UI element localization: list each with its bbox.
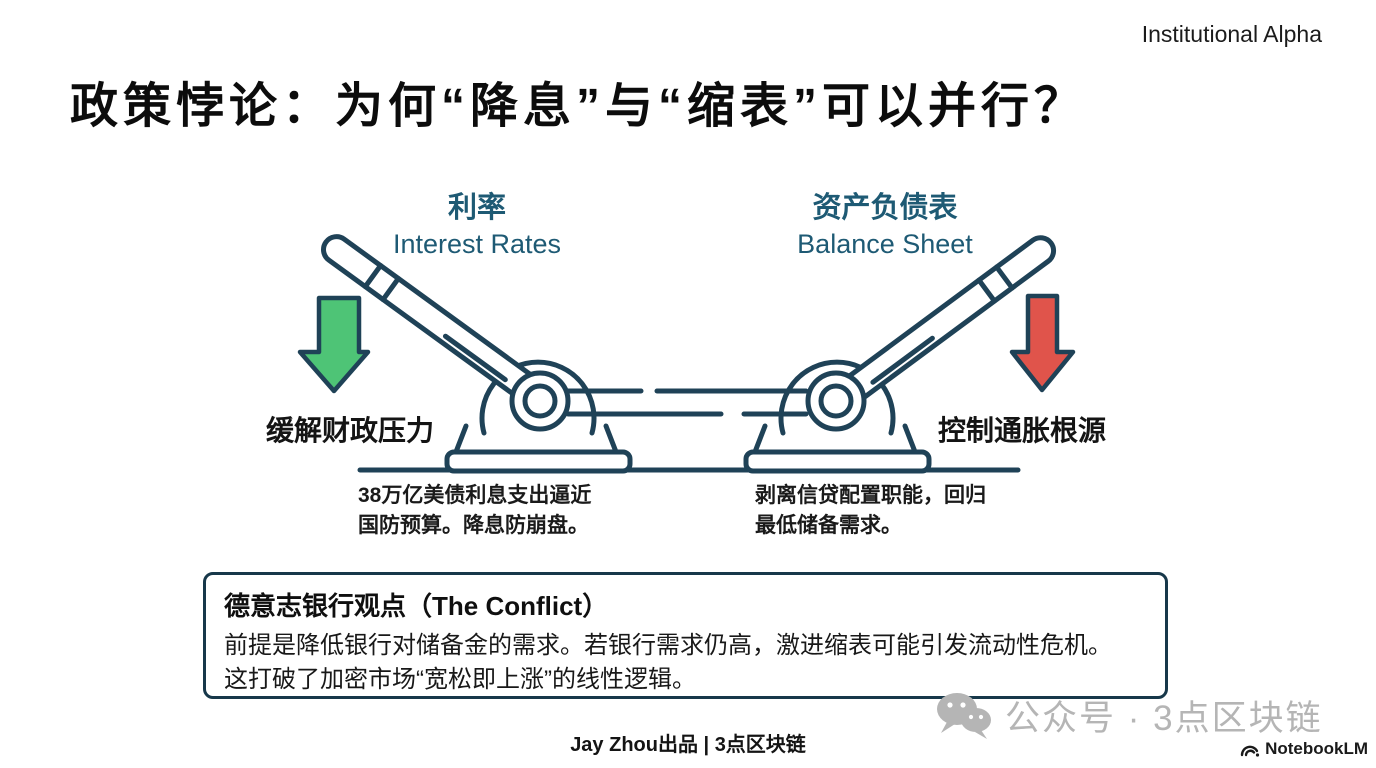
right-base-plate [743,449,932,474]
left-hub-inner [522,383,558,419]
callout-body-line1: 前提是降低银行对储备金的需求。若银行需求仍高，激进缩表可能引发流动性危机。 [224,632,1112,659]
wechat-watermark: 公众号 · 3点区块链 [935,690,1323,741]
left-side-label: 缓解财政压力 [266,415,435,446]
left-note-line1: 38万亿美债利息支出逼近 [358,484,592,507]
green-down-arrow-icon [297,295,371,394]
left-arm-grip-tick [380,276,401,303]
watermark-text: 公众号 · 3点区块链 [1005,699,1323,738]
wechat-icon [937,692,991,739]
conflict-callout-box: 德意志银行观点（The Conflict） 前提是降低银行对储备金的需求。若银行… [203,572,1168,699]
notebooklm-badge: NotebookLM [1240,739,1368,759]
left-base-plate [444,449,633,474]
credit-line: Jay Zhou出品 | 3点区块链 [570,734,806,756]
brand-label: Institutional Alpha [1141,21,1322,47]
callout-title: 德意志银行观点（The Conflict） [224,591,609,621]
right-heading-zh: 资产负债表 [812,192,958,224]
left-heading-zh: 利率 [447,192,506,224]
left-arm-inner-line [442,333,508,383]
right-pivot-dome [778,359,896,436]
left-lever-heading: 利率 Interest Rates [327,184,627,260]
right-note-line1: 剥离信贷配置职能，回归 [755,484,986,507]
red-down-arrow-icon [1009,293,1076,393]
notebooklm-label: NotebookLM [1265,739,1368,758]
levers-diagram [297,234,1076,474]
right-note-line2: 最低储备需求。 [755,514,902,537]
right-lever-arm [827,235,1057,413]
left-arm-grip-tick [362,263,384,290]
callout-body: 前提是降低银行对储备金的需求。若银行需求仍高，激进缩表可能引发流动性危机。 这打… [224,629,1147,697]
notebooklm-icon [1240,745,1260,757]
right-side-label: 控制通胀根源 [938,415,1107,446]
left-note-line2: 国防预算。降息防崩盘。 [358,514,589,537]
callout-body-line2: 这打破了加密市场“宽松即上涨”的线性逻辑。 [224,666,696,693]
left-heading-en: Interest Rates [392,229,562,259]
right-note: 剥离信贷配置职能，回归 最低储备需求。 [755,481,986,541]
right-arm-inner-line [870,335,935,385]
right-arm-grip-tick [976,277,997,304]
left-note: 38万亿美债利息支出逼近 国防预算。降息防崩盘。 [358,481,591,541]
right-hub-inner [818,383,854,419]
right-lever-heading: 资产负债表 Balance Sheet [735,184,1035,260]
left-pivot-dome [479,359,597,436]
right-arm-grip-tick [994,264,1015,291]
page-title: 政策悖论：为何“降息”与“缩表”可以并行？ [70,80,1088,133]
right-heading-en: Balance Sheet [797,229,973,259]
